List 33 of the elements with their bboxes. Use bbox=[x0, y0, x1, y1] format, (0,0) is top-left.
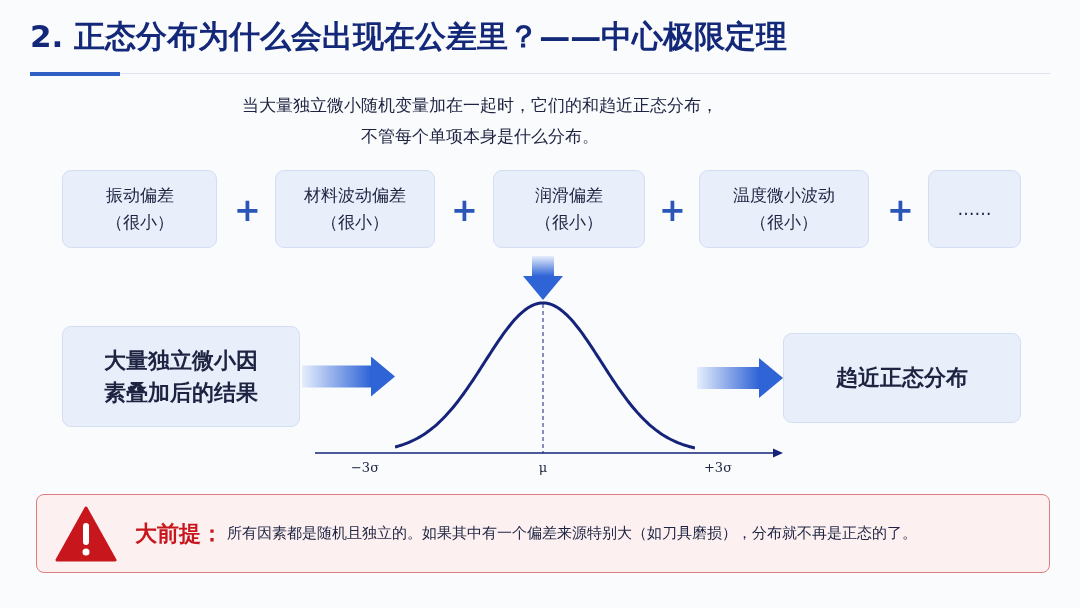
box-text: （很小） bbox=[105, 211, 174, 234]
axis-label: +3σ bbox=[702, 460, 733, 475]
box-text: 振动偏差 bbox=[105, 184, 174, 207]
premise-label: 大前提： bbox=[135, 519, 223, 548]
factor-box bbox=[699, 170, 869, 248]
box-text: 大量独立微小因素叠加后的结果 bbox=[103, 346, 259, 407]
axis-label: −3σ bbox=[349, 460, 380, 475]
box-text: …… bbox=[957, 197, 992, 221]
factor-box bbox=[62, 170, 217, 248]
box-text: （很小） bbox=[750, 211, 818, 234]
box-text: 材料波动偏差 bbox=[304, 184, 406, 207]
box-text: 温度微小波动 bbox=[733, 184, 835, 207]
warning-banner bbox=[36, 494, 1050, 573]
block-arrow bbox=[523, 256, 563, 300]
block-arrow bbox=[697, 358, 783, 398]
box-text: （很小） bbox=[535, 211, 603, 234]
factor-box bbox=[928, 170, 1021, 248]
title: 2. 正态分布为什么会出现在公差里？——中心极限定理 bbox=[30, 17, 788, 56]
factor-box bbox=[493, 170, 645, 248]
axis-label: μ bbox=[537, 460, 549, 475]
process-box bbox=[62, 326, 300, 427]
factor-box bbox=[275, 170, 435, 248]
box-text: 趋近正态分布 bbox=[836, 364, 968, 392]
process-box bbox=[783, 333, 1021, 423]
premise-text: 所有因素都是随机且独立的。如果其中有一个偏差来源特别大（如刀具磨损），分布就不再是正态的了。 bbox=[227, 523, 917, 544]
plus-sign: + bbox=[234, 190, 258, 230]
plus-sign: + bbox=[659, 190, 683, 230]
plus-sign: + bbox=[887, 190, 911, 230]
block-arrow bbox=[302, 356, 395, 397]
box-text: 润滑偏差 bbox=[535, 184, 603, 207]
box-text: （很小） bbox=[321, 211, 389, 234]
subtitle: 当大量独立微小随机变量加在一起时，它们的和趋近正态分布，不管每个单项本身是什么分布。 bbox=[241, 94, 719, 148]
plus-sign: + bbox=[451, 190, 475, 230]
